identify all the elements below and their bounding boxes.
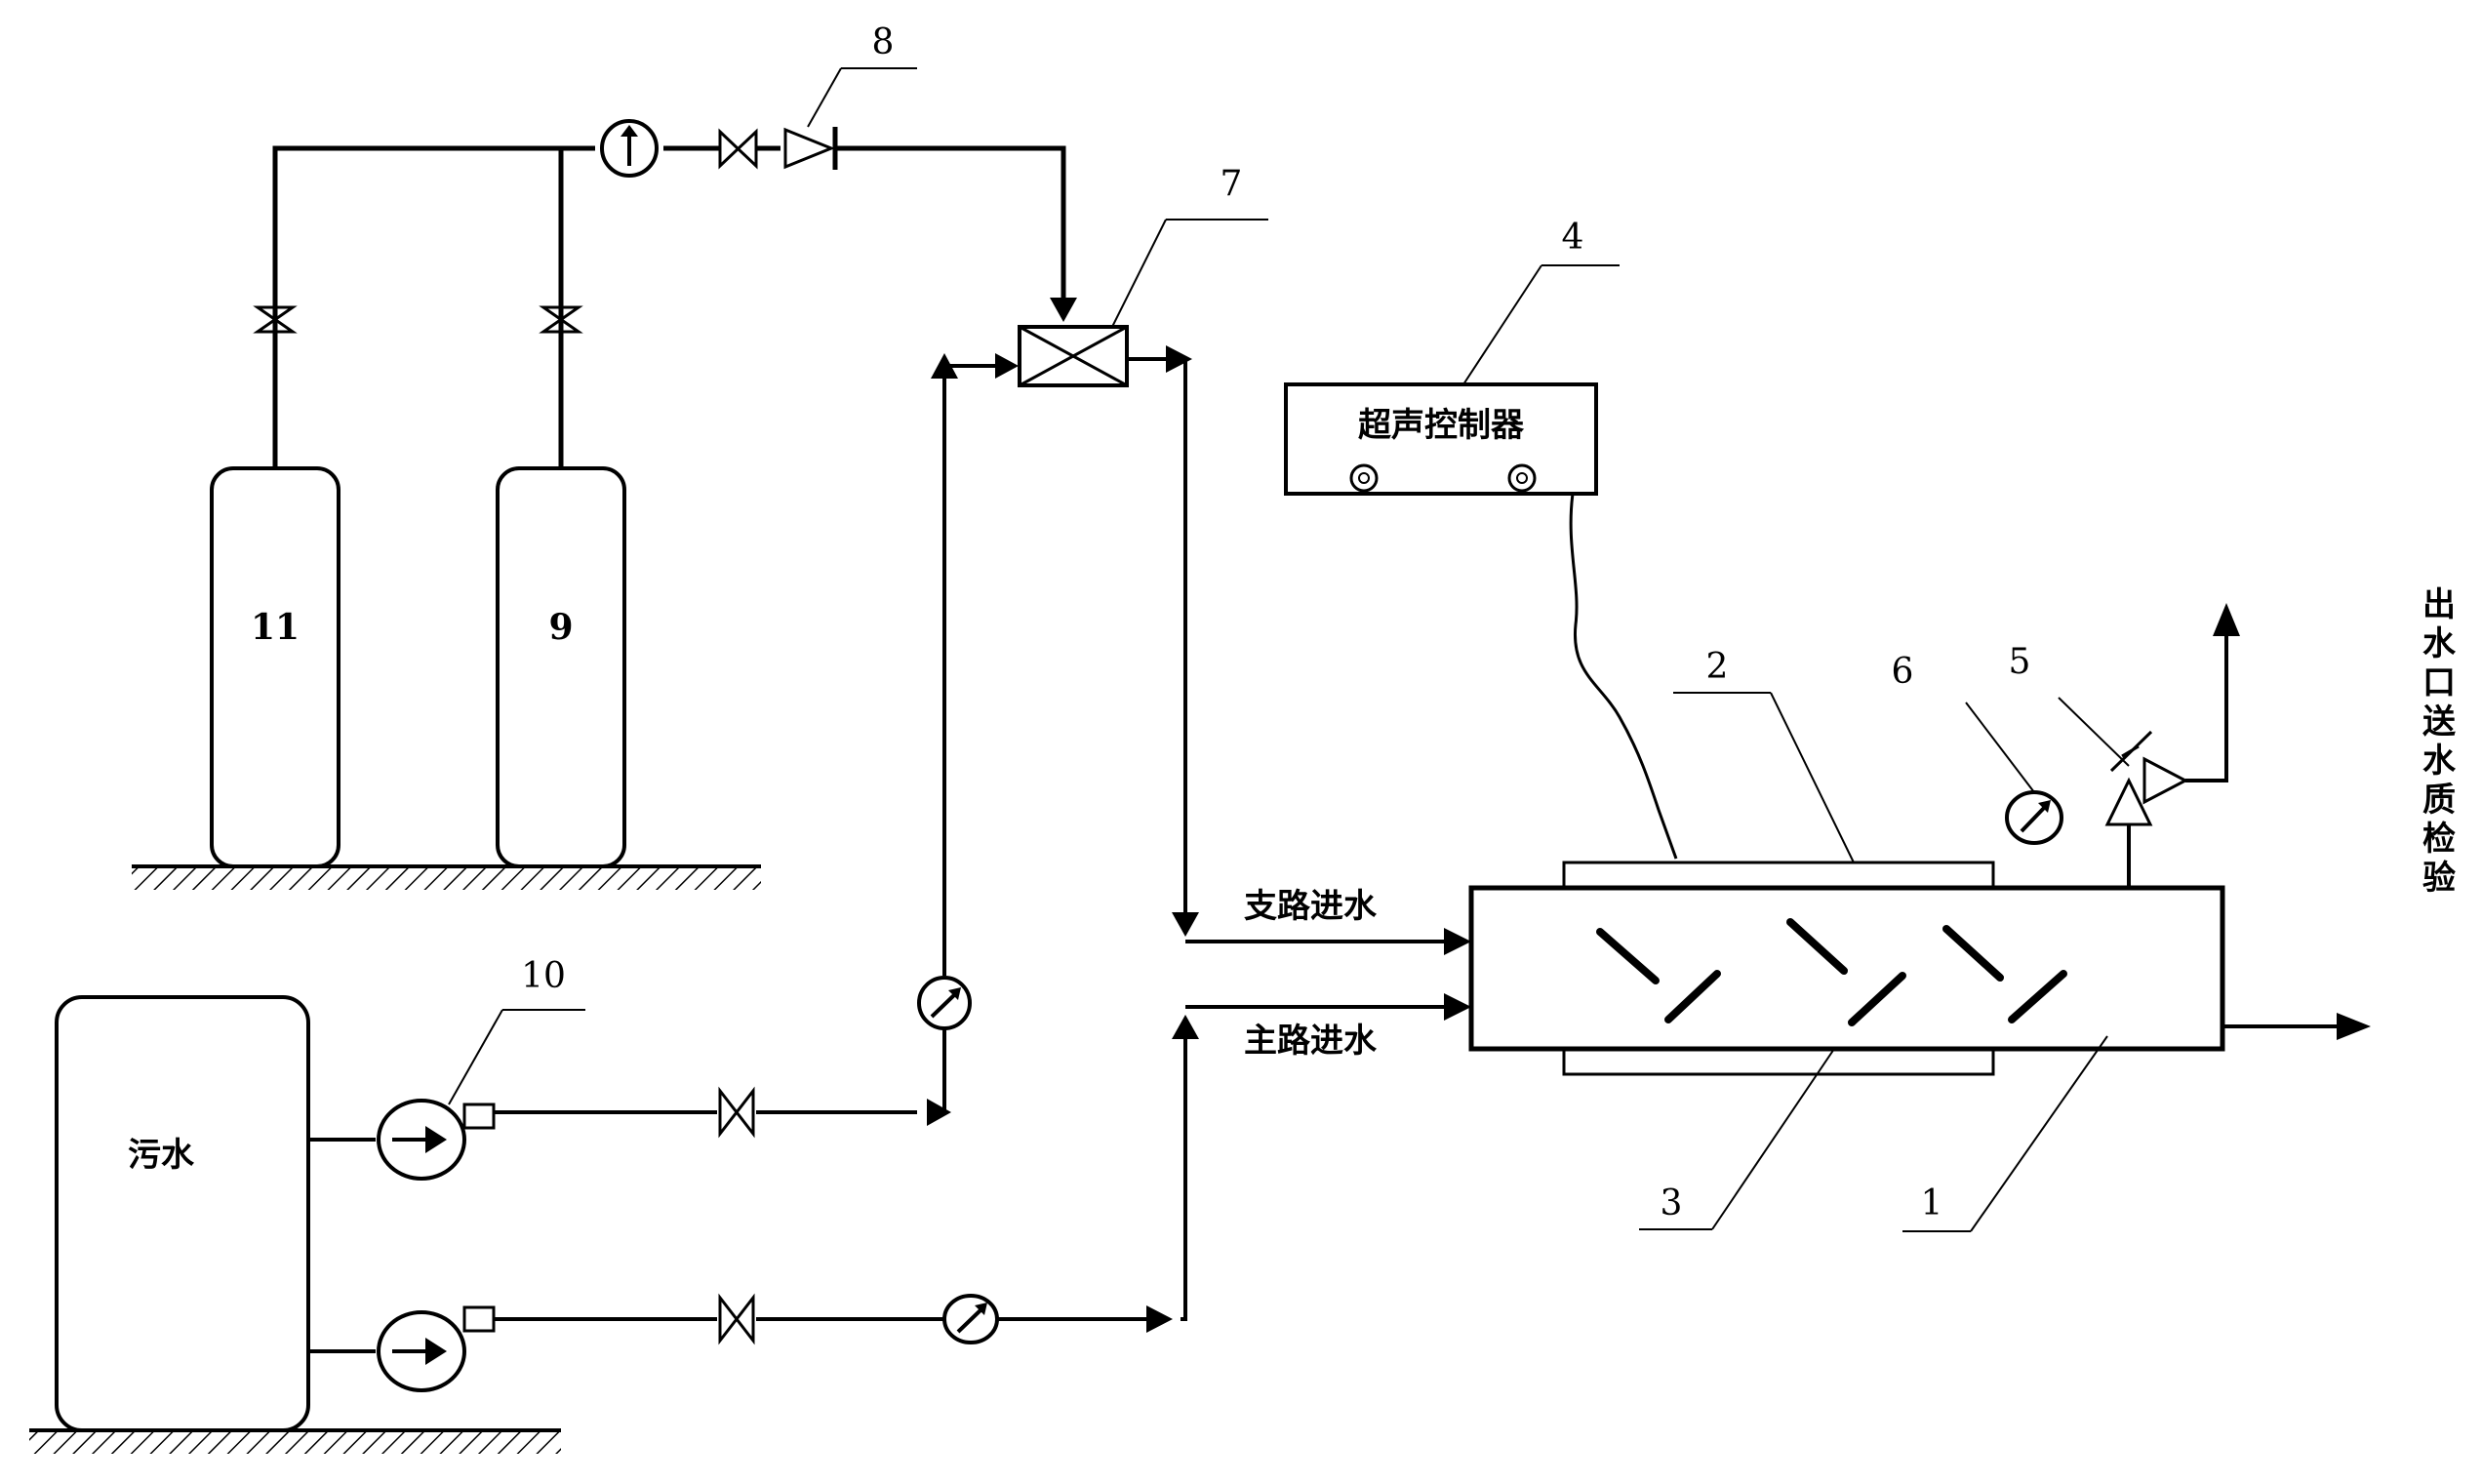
label-9: 9 <box>548 607 573 648</box>
mixer-7: 7 <box>1018 164 1268 387</box>
label-6: 6 <box>1892 652 1914 692</box>
pump-10: 10 <box>377 956 585 1181</box>
gauge-6: 6 <box>1892 652 2063 845</box>
valve-icon <box>253 305 298 334</box>
pressure-gauge-icon <box>942 1294 999 1344</box>
label-11: 11 <box>251 607 300 648</box>
valve-icon <box>539 305 583 334</box>
flow-meter-icon <box>600 119 659 178</box>
pump-main <box>377 1305 496 1392</box>
gas-cylinder-11: 11 <box>210 466 340 868</box>
label-10: 10 <box>521 956 566 996</box>
safety-valve-5: 5 <box>2009 603 2240 888</box>
label-4: 4 <box>1562 218 1584 258</box>
valve-icon <box>718 1086 755 1139</box>
main-piping <box>488 1005 1449 1321</box>
controller-cable <box>1569 493 1678 860</box>
label-5: 5 <box>2009 642 2031 682</box>
transducer-top-2 <box>1562 861 1995 890</box>
valve-icon <box>718 1293 755 1345</box>
gas-cylinder-icon <box>496 466 626 868</box>
ground-hatch-icon <box>29 1428 561 1454</box>
ground-hatch-icon <box>132 864 761 890</box>
valve-icon <box>718 128 758 170</box>
gas-cylinder-9: 9 <box>496 466 626 868</box>
sewage-label: 污水 <box>128 1136 195 1175</box>
main-inlet-label: 主路进水 <box>1244 1022 1378 1061</box>
safety-valve-icon <box>2104 777 2153 826</box>
label-8: 8 <box>872 22 895 62</box>
knob-icon <box>1349 463 1379 493</box>
label-2: 2 <box>1706 647 1729 687</box>
pressure-gauge-icon <box>2005 790 2063 845</box>
sewage-tank: 污水 <box>55 995 310 1432</box>
ultrasonic-controller-4: 超声控制器 4 <box>1284 218 1620 496</box>
controller-label: 超声控制器 <box>1358 406 1525 445</box>
check-valve-8: 8 <box>783 22 917 170</box>
pressure-gauge-icon <box>917 976 972 1030</box>
check-valve-icon <box>783 127 836 170</box>
transducer-bottom-3 <box>1562 1047 1995 1076</box>
label-1: 1 <box>1921 1183 1943 1223</box>
branch-inlet-label: 支路进水 <box>1244 887 1378 926</box>
knob-icon <box>1507 463 1537 493</box>
label-3: 3 <box>1661 1183 1683 1223</box>
baffles <box>1596 918 2067 1026</box>
label-7: 7 <box>1221 164 1243 204</box>
outlet-label: 出水口送水质检验 <box>2422 585 2456 898</box>
pump-icon <box>377 1099 496 1181</box>
gas-cylinder-icon <box>210 466 340 868</box>
gas-piping <box>272 145 1066 468</box>
pump-icon <box>377 1305 496 1392</box>
reactor-1: 2 3 1 <box>1468 647 2225 1232</box>
